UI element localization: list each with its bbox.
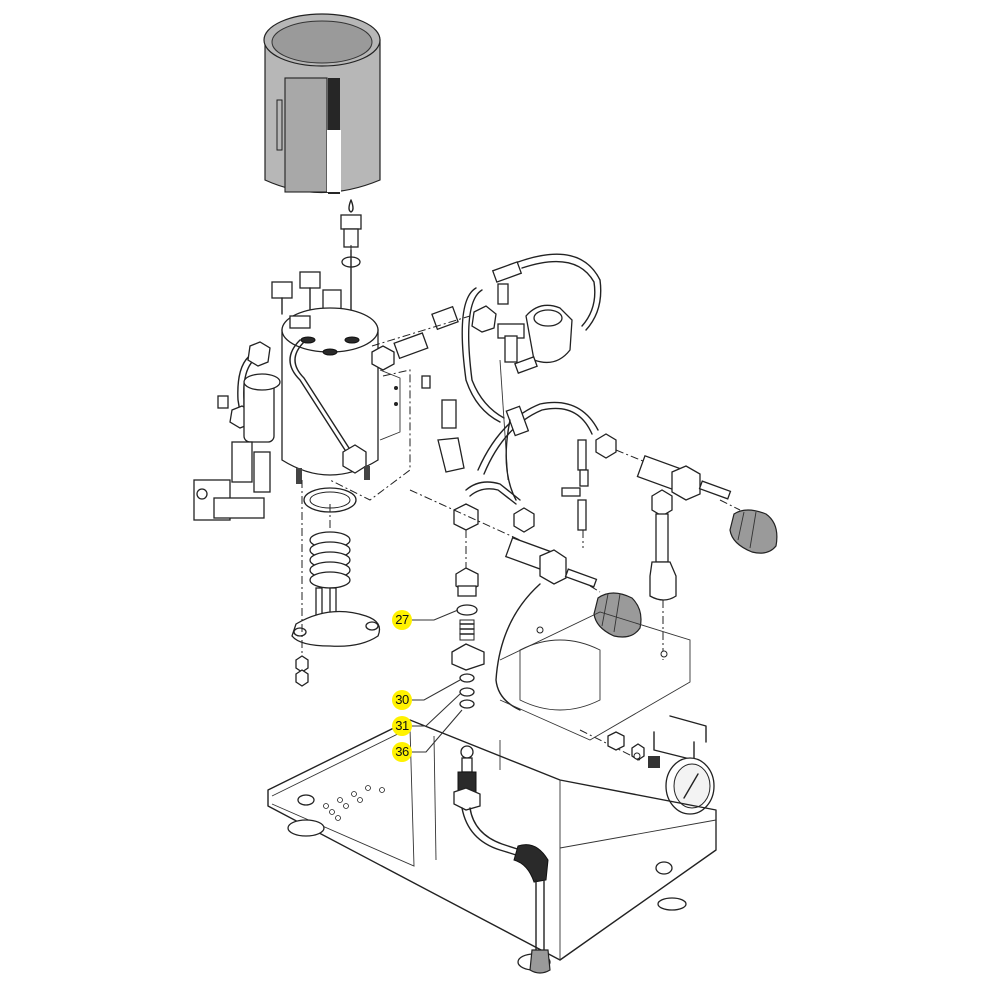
steam-valve-icon <box>636 454 778 660</box>
callout-31: 31 <box>392 716 412 736</box>
solenoid-valve-icon <box>193 341 281 521</box>
steam-pipe-icon <box>477 401 661 501</box>
callout-leaders <box>412 609 463 753</box>
heating-element-icon <box>291 480 381 687</box>
pressure-switch-icon <box>461 253 602 481</box>
elbow-fitting-icon <box>371 305 471 473</box>
tee-fitting-icon <box>561 439 589 548</box>
vent-holes-icon <box>323 785 385 821</box>
group-valve-stack-icon <box>451 530 485 709</box>
level-probe-icon <box>340 199 362 320</box>
steam-wand-icon <box>453 745 551 974</box>
hot-water-valve-icon <box>409 481 642 711</box>
mounting-bracket-icon <box>329 369 411 501</box>
insulation-sleeve-icon <box>263 13 381 194</box>
callout-36: 36 <box>392 742 412 762</box>
callout-30: 30 <box>392 690 412 710</box>
boiler-tank-icon <box>281 307 395 484</box>
pressure-gauge-icon <box>579 715 715 815</box>
chassis-frame-icon <box>267 611 717 971</box>
callout-27: 27 <box>392 610 412 630</box>
